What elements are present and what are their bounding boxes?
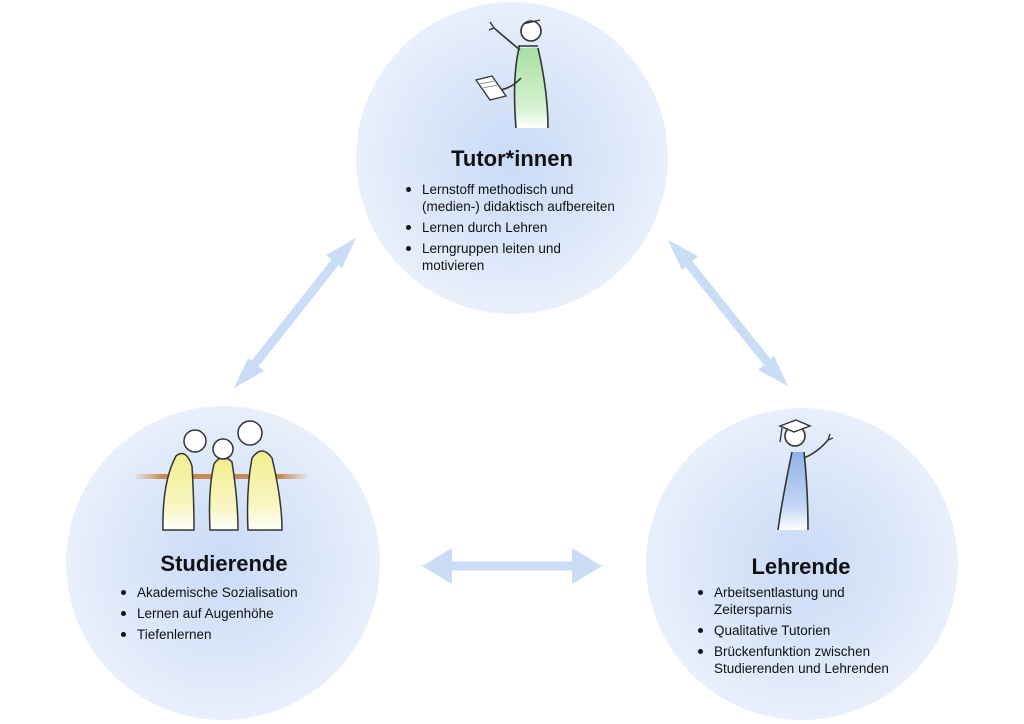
tutor-benefits-list: Lernstoff methodisch und (medien-) didak… (404, 181, 626, 278)
arrow-studierende-lehrende (422, 548, 602, 584)
students-group-icon (136, 420, 306, 531)
lehrende-benefits-list: Arbeitsentlastung und Zeitersparnis Qual… (696, 584, 906, 681)
studierende-title: Studierende (160, 551, 288, 576)
list-item: Lerngruppen leiten und motivieren (404, 240, 626, 274)
list-item: Akademische Sozialisation (119, 584, 349, 601)
list-item: Lernen auf Augenhöhe (119, 605, 349, 622)
list-item: Lernen durch Lehren (404, 219, 626, 236)
studierende-benefits-list: Akademische Sozialisation Lernen auf Aug… (119, 584, 349, 647)
list-item: Arbeitsentlastung und Zeitersparnis (696, 584, 906, 618)
list-item: Brückenfunktion zwischen Studierenden un… (696, 643, 906, 677)
presenting-person-icon (474, 19, 549, 129)
lehrende-title: Lehrende (751, 554, 851, 579)
tutor-circle (356, 2, 668, 314)
list-item: Tiefenlernen (119, 626, 349, 643)
list-item: Lernstoff methodisch und (medien-) didak… (404, 181, 626, 215)
arrow-tutor-lehrende (668, 240, 788, 386)
graduate-teacher-icon (777, 419, 834, 531)
arrow-tutor-studierende (234, 238, 356, 388)
tutor-title: Tutor*innen (451, 146, 573, 171)
list-item: Qualitative Tutorien (696, 622, 906, 639)
